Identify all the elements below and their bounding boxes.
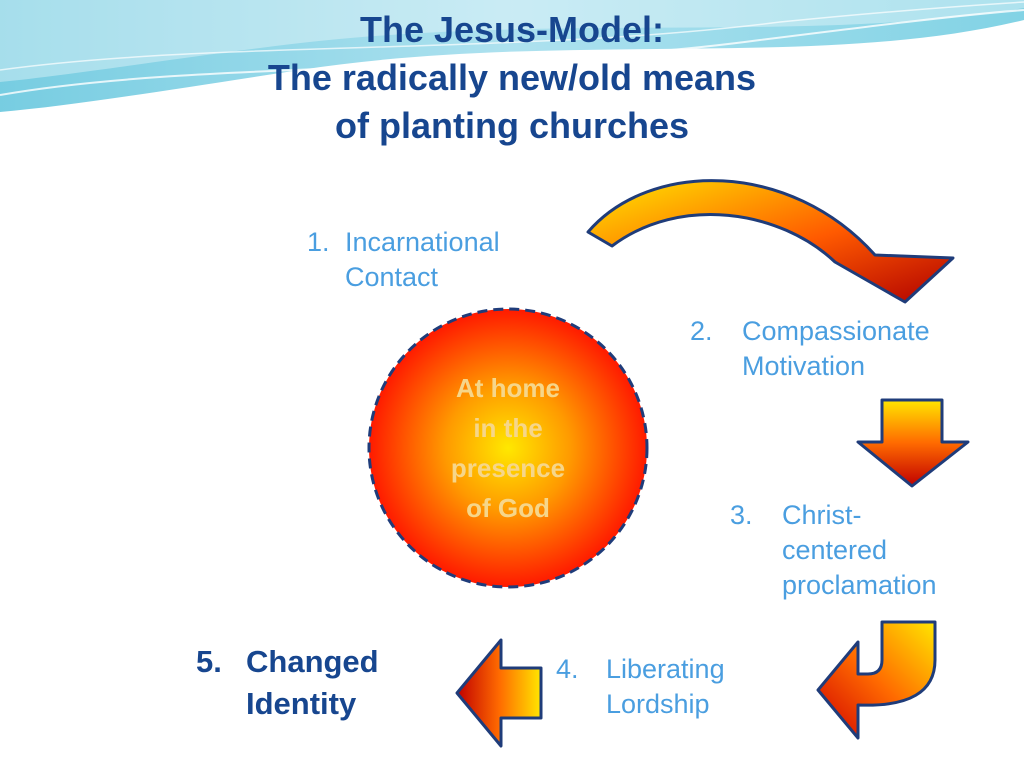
title-line-3: of planting churches — [334, 105, 690, 146]
step-5-label: Changed Identity — [246, 644, 379, 721]
title-line-1: The Jesus-Model: — [359, 9, 665, 50]
center-line-4: of God — [466, 493, 550, 523]
step-3: 3. Christ- centered proclamation — [730, 498, 1020, 612]
step-5: 5. Changed Identity — [196, 641, 436, 731]
step-2: 2. Compassionate Motivation — [690, 314, 1010, 390]
step-2-label: Compassionate Motivation — [742, 316, 930, 381]
step-1-number: 1. — [307, 227, 330, 257]
step-3-number: 3. — [730, 500, 753, 530]
curved-arrow-icon — [586, 179, 955, 304]
slide-title: The Jesus-Model: The radically new/old m… — [150, 6, 874, 150]
step-4-number: 4. — [556, 654, 579, 684]
step-4: 4. Liberating Lordship — [556, 652, 786, 728]
left-arrow-icon — [455, 638, 543, 748]
title-line-2: The radically new/old means — [267, 57, 757, 98]
center-label: At home in the presence of God — [410, 368, 606, 528]
step-4-label: Liberating Lordship — [606, 654, 725, 719]
down-arrow-icon — [856, 398, 970, 488]
step-3-label: Christ- centered proclamation — [782, 500, 937, 600]
step-5-number: 5. — [196, 644, 222, 679]
step-1: 1. Incarnational Contact — [307, 225, 567, 301]
u-turn-arrow-icon — [816, 620, 937, 740]
step-2-number: 2. — [690, 316, 713, 346]
center-line-3: presence — [450, 453, 566, 483]
background-waves — [0, 0, 1024, 112]
center-circle — [367, 307, 649, 589]
center-line-2: in the — [473, 413, 543, 443]
center-line-1: At home — [456, 373, 560, 403]
step-1-label: Incarnational Contact — [345, 227, 500, 292]
